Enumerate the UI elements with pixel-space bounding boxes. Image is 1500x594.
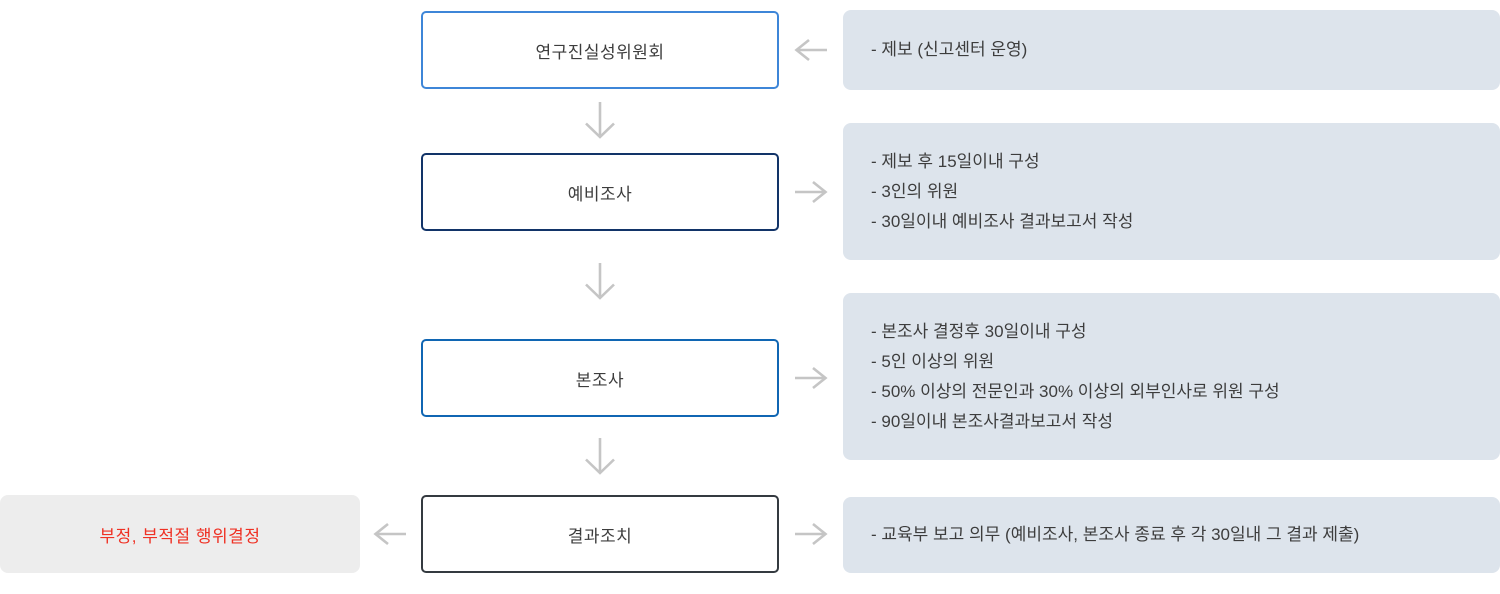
arrow-left-icon <box>794 38 827 62</box>
arrow-down-icon <box>585 102 615 139</box>
info-panel-line: - 교육부 보고 의무 (예비조사, 본조사 종료 후 각 30일내 그 결과 … <box>871 525 1360 544</box>
misconduct-decision-box: 부정, 부적절 행위결정 <box>0 495 360 573</box>
info-panel-line: - 90일이내 본조사결과보고서 작성 <box>871 411 1114 431</box>
info-panel-line: - 제보 후 15일이내 구성 <box>871 151 1040 171</box>
arrow-right-icon <box>795 522 828 546</box>
arrow-left-icon <box>373 522 406 546</box>
info-panel-line: - 본조사 결정후 30일이내 구성 <box>871 321 1087 341</box>
flow-node-label: 연구진실성위원회 <box>535 42 665 62</box>
info-panel-result-action: - 교육부 보고 의무 (예비조사, 본조사 종료 후 각 30일내 그 결과 … <box>843 497 1500 573</box>
arrow-down-icon <box>585 263 615 300</box>
arrow-right-icon <box>795 366 828 390</box>
info-panel-line: - 5인 이상의 위원 <box>871 351 995 371</box>
flow-node-research-integrity-committee: 연구진실성위원회 <box>421 11 779 89</box>
info-panel-report: - 제보 (신고센터 운영) <box>843 10 1500 90</box>
arrow-right-icon <box>795 180 828 204</box>
misconduct-decision-label: 부정, 부적절 행위결정 <box>99 526 261 546</box>
flow-node-main-investigation: 본조사 <box>421 339 779 417</box>
arrow-down-icon <box>585 438 615 475</box>
info-panel-line: - 3인의 위원 <box>871 181 959 201</box>
info-panel-preliminary: - 제보 후 15일이내 구성 - 3인의 위원 - 30일이내 예비조사 결과… <box>843 123 1500 260</box>
flow-node-label: 예비조사 <box>567 184 633 204</box>
flow-node-result-action: 결과조치 <box>421 495 779 573</box>
info-panel-line: - 제보 (신고센터 운영) <box>871 40 1028 59</box>
info-panel-line: - 30일이내 예비조사 결과보고서 작성 <box>871 211 1134 231</box>
flow-node-preliminary-investigation: 예비조사 <box>421 153 779 231</box>
info-panel-line: - 50% 이상의 전문인과 30% 이상의 외부인사로 위원 구성 <box>871 381 1280 401</box>
flow-node-label: 결과조치 <box>567 526 633 546</box>
info-panel-main-investigation: - 본조사 결정후 30일이내 구성 - 5인 이상의 위원 - 50% 이상의… <box>843 293 1500 460</box>
flow-node-label: 본조사 <box>575 370 625 390</box>
